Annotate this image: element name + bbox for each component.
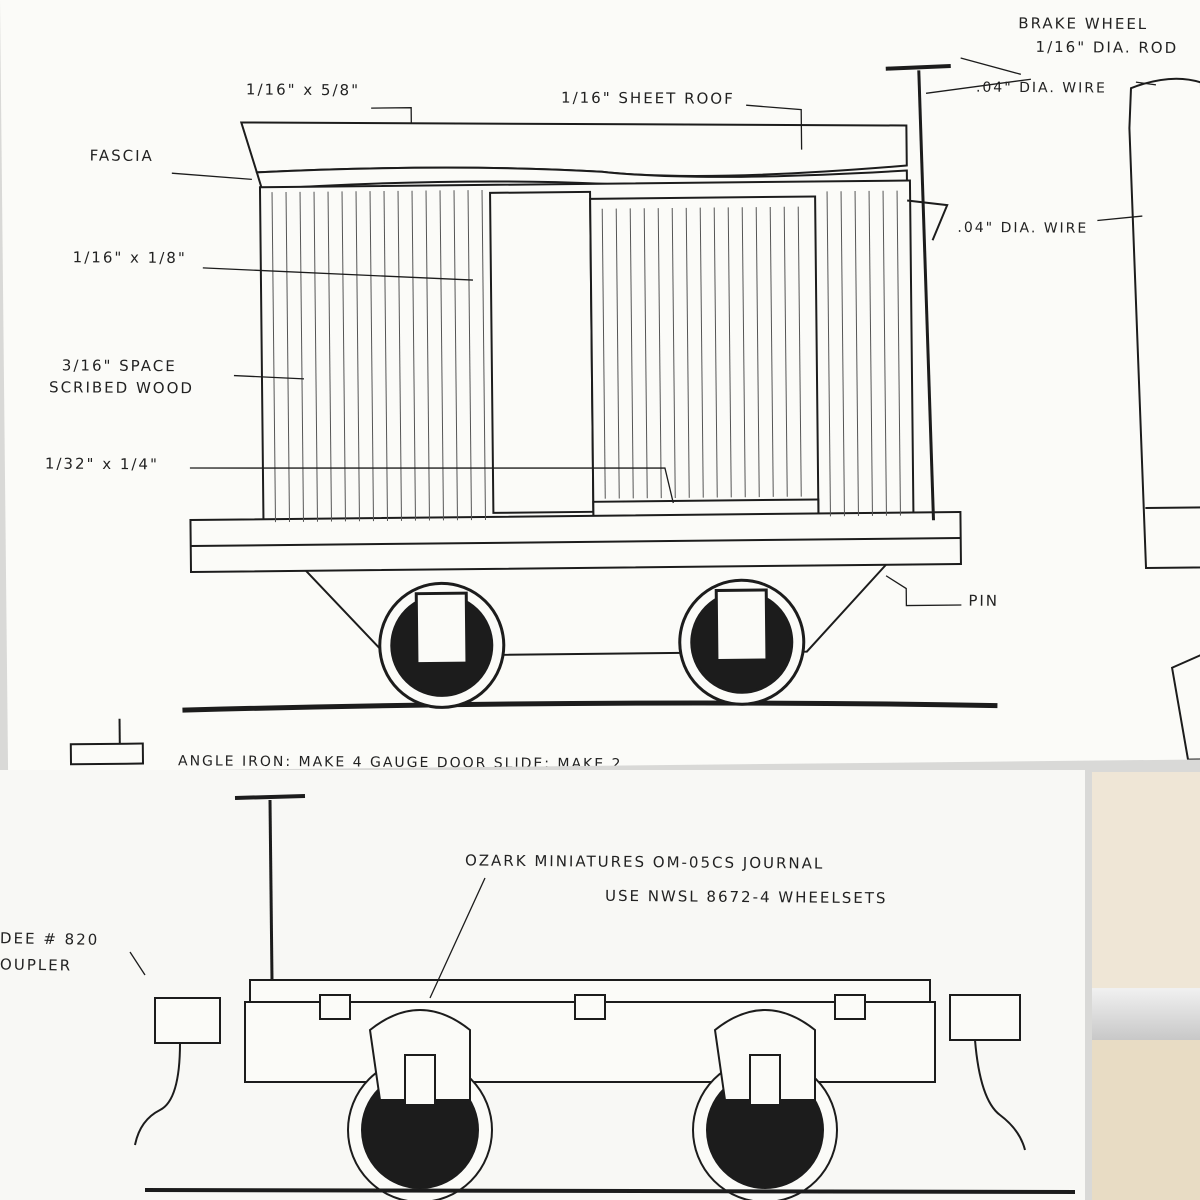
bottom-drawing-sheet: OZARK MINIATURES OM-05CS JOURNAL USE NWS… [0,770,1085,1200]
siding-board-line [741,207,746,498]
siding-board-line [397,190,402,521]
siding-board-line [425,190,430,521]
siding-board-line [783,206,788,497]
siding-board-line [369,191,374,522]
siding-board-line [769,206,774,497]
siding-board-line [685,207,690,498]
label-fascia-dim: 1/16" x 5/8" [245,80,361,100]
truss-rod [305,564,887,657]
siding-board-line [271,192,276,523]
wood-background [1092,772,1200,988]
siding-board-line [868,190,873,516]
siding-board-line [882,190,887,516]
siding-board-line [481,189,486,520]
siding-board-line [411,190,416,521]
cloth-background [1092,988,1200,1040]
end-view-partial [1128,77,1200,761]
coupler-left [154,997,221,1044]
label-kadee: DEE # 820 [0,929,100,949]
top-drawing-sheet: BRAKE WHEEL 1/16" DIA. ROD .04" DIA. WIR… [0,0,1200,772]
flatcar-drawing [129,794,1076,1200]
siding-board-line [643,208,648,499]
siding-boards-door [601,206,802,499]
siding-board-line [341,191,346,522]
siding-board-line [797,206,802,497]
siding-board-line [285,192,290,523]
siding-board-line [453,190,458,521]
label-journal: OZARK MINIATURES OM-05CS JOURNAL [464,851,825,873]
siding-boards-right [826,190,901,517]
siding-board-line [713,207,718,498]
siding-board-line [840,191,845,517]
label-sheet-roof: 1/16" SHEET ROOF [561,88,735,108]
brake-wheel [885,64,951,71]
label-brake-wheel: BRAKE WHEEL [1018,14,1149,34]
siding-board-line [896,190,901,516]
door-opening [489,190,595,514]
siding-board-line [699,207,704,498]
siding-board-line [826,191,831,517]
label-pin: PIN [968,591,1000,610]
siding-board-line [467,190,472,521]
label-fascia: FASCIA [89,146,154,165]
label-board: 1/16" x 1/8" [72,248,187,268]
siding-board-line [439,190,444,521]
label-wire-top: .04" DIA. WIRE [975,79,1107,97]
label-cut-off-note: ANGLE IRON: MAKE 4 GAUGE DOOR SLIDE: MAK… [177,753,623,772]
boxcar-drawing [69,57,1200,766]
label-scribed-wood: SCRIBED WOOD [49,378,195,398]
siding-board-line [299,191,304,522]
siding-board-line [327,191,332,522]
label-wheelsets: USE NWSL 8672-4 WHEELSETS [604,886,888,908]
siding-board-line [657,208,662,499]
label-wire-mid: .04" DIA. WIRE [957,219,1089,237]
siding-board-line [854,191,859,517]
siding-board-line [727,207,732,498]
siding-board-line [601,208,606,499]
siding-board-line [755,207,760,498]
label-rod: 1/16" DIA. ROD [1035,37,1179,57]
siding-board-line [615,208,620,499]
wood-background-lower [1092,1040,1200,1200]
siding-board-line [355,191,360,522]
siding-board-line [383,190,388,521]
siding-board-line [629,208,634,499]
rail [182,700,998,713]
label-coupler: OUPLER [0,955,73,975]
coupler-right [949,994,1021,1041]
siding-boards-left [271,189,486,523]
siding-board-line [313,191,318,522]
brake-staff [917,70,935,521]
label-space: 3/16" SPACE [61,356,177,376]
siding-board-line [671,207,676,498]
label-strip: 1/32" x 1/4" [44,454,159,474]
